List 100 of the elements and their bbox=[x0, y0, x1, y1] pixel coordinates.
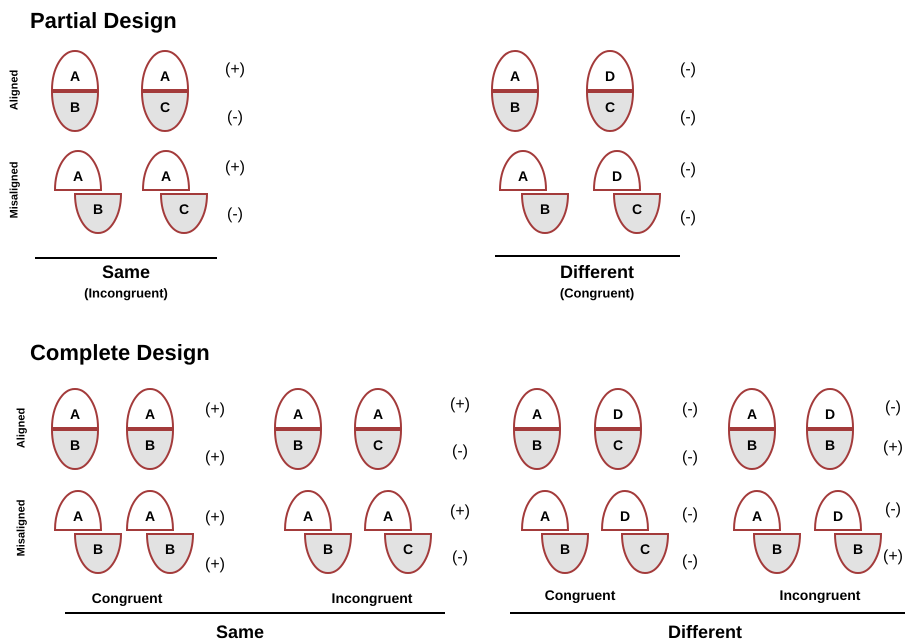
sign-label: (+) bbox=[883, 440, 903, 456]
face-part-letter: C bbox=[612, 438, 624, 452]
face-bottom-half bbox=[74, 193, 122, 234]
condition-label: Incongruent bbox=[332, 591, 412, 605]
face-part-letter: B bbox=[824, 438, 836, 452]
condition-label: Incongruent bbox=[780, 588, 860, 602]
group-sublabel: (Incongruent) bbox=[84, 286, 168, 300]
face-part-letter: C bbox=[632, 202, 642, 216]
face-top-half bbox=[513, 388, 561, 429]
face-bottom-half bbox=[621, 533, 669, 574]
face-part-letter: A bbox=[372, 407, 384, 422]
face-part-letter: A bbox=[302, 509, 314, 524]
face-top-half bbox=[364, 490, 412, 531]
face-part-letter: D bbox=[612, 169, 622, 184]
group-label: Same bbox=[216, 623, 264, 641]
face-top-half bbox=[54, 490, 102, 531]
face-bottom-half bbox=[141, 91, 189, 132]
face-bottom-half bbox=[384, 533, 432, 574]
face-part-letter: B bbox=[532, 438, 542, 452]
face-part-letter: C bbox=[640, 542, 650, 556]
face-part-letter: D bbox=[612, 407, 624, 422]
face-part-letter: B bbox=[852, 542, 864, 556]
group-label: Same bbox=[102, 263, 150, 281]
face-part-letter: C bbox=[160, 100, 170, 114]
sign-label: (-) bbox=[680, 210, 696, 226]
face-bottom-half bbox=[126, 429, 174, 470]
face-part-letter: A bbox=[382, 509, 394, 524]
face-top-half bbox=[284, 490, 332, 531]
face-bottom-half bbox=[728, 429, 776, 470]
sign-label: (-) bbox=[680, 110, 696, 126]
face-bottom-half bbox=[51, 91, 99, 132]
face-part-letter: C bbox=[402, 542, 414, 556]
face-bottom-half bbox=[613, 193, 661, 234]
face-top-half bbox=[126, 490, 174, 531]
face-bottom-half bbox=[806, 429, 854, 470]
face-top-half bbox=[126, 388, 174, 429]
face-bottom-half bbox=[541, 533, 589, 574]
face-bottom-half bbox=[304, 533, 352, 574]
face-bottom-half bbox=[586, 91, 634, 132]
face-part-letter: B bbox=[164, 542, 176, 556]
face-top-half bbox=[142, 150, 190, 191]
group-label: Different bbox=[560, 263, 634, 281]
sign-label: (+) bbox=[205, 450, 225, 466]
face-bottom-half bbox=[594, 429, 642, 470]
face-part-letter: D bbox=[832, 509, 844, 524]
face-part-letter: A bbox=[144, 407, 156, 422]
sign-label: (-) bbox=[682, 450, 698, 466]
group-sublabel: (Congruent) bbox=[560, 286, 634, 300]
face-part-letter: A bbox=[746, 407, 758, 422]
sign-label: (-) bbox=[885, 502, 901, 518]
section-heading: Partial Design bbox=[30, 10, 177, 32]
face-bottom-half bbox=[74, 533, 122, 574]
sign-label: (-) bbox=[680, 62, 696, 78]
face-top-half bbox=[594, 388, 642, 429]
face-top-half bbox=[51, 50, 99, 91]
face-part-letter: A bbox=[510, 69, 520, 84]
condition-label: Congruent bbox=[544, 588, 616, 602]
face-top-half bbox=[274, 388, 322, 429]
face-bottom-half bbox=[146, 533, 194, 574]
face-part-letter: C bbox=[604, 100, 616, 114]
sign-label: (-) bbox=[227, 110, 243, 126]
condition-label: Congruent bbox=[92, 591, 162, 605]
face-part-letter: A bbox=[532, 407, 542, 422]
sign-label: (+) bbox=[205, 557, 225, 573]
face-bottom-half bbox=[354, 429, 402, 470]
face-top-half bbox=[521, 490, 569, 531]
face-top-half bbox=[54, 150, 102, 191]
face-part-letter: B bbox=[560, 542, 570, 556]
face-top-half bbox=[806, 388, 854, 429]
face-part-letter: B bbox=[772, 542, 782, 556]
face-part-letter: B bbox=[92, 202, 104, 216]
face-part-letter: D bbox=[824, 407, 836, 422]
sign-label: (+) bbox=[450, 397, 470, 413]
face-top-half bbox=[728, 388, 776, 429]
face-top-half bbox=[586, 50, 634, 91]
face-part-letter: A bbox=[160, 169, 172, 184]
face-part-letter: B bbox=[70, 100, 80, 114]
face-part-letter: A bbox=[70, 69, 80, 84]
face-top-half bbox=[733, 490, 781, 531]
face-part-letter: A bbox=[70, 407, 80, 422]
face-part-letter: B bbox=[92, 542, 104, 556]
face-top-half bbox=[814, 490, 862, 531]
face-bottom-half bbox=[834, 533, 882, 574]
sign-label: (+) bbox=[205, 510, 225, 526]
face-top-half bbox=[499, 150, 547, 191]
face-part-letter: B bbox=[510, 100, 520, 114]
face-part-letter: B bbox=[70, 438, 80, 452]
sign-label: (-) bbox=[682, 507, 698, 523]
face-top-half bbox=[141, 50, 189, 91]
sign-label: (-) bbox=[452, 444, 468, 460]
face-part-letter: C bbox=[372, 438, 384, 452]
sign-label: (-) bbox=[885, 400, 901, 416]
face-part-letter: A bbox=[518, 169, 528, 184]
face-top-half bbox=[354, 388, 402, 429]
face-part-letter: B bbox=[746, 438, 758, 452]
sign-label: (+) bbox=[205, 402, 225, 418]
section-heading: Complete Design bbox=[30, 342, 210, 364]
row-label: Aligned bbox=[10, 70, 20, 110]
sign-label: (+) bbox=[225, 62, 245, 78]
face-top-half bbox=[593, 150, 641, 191]
